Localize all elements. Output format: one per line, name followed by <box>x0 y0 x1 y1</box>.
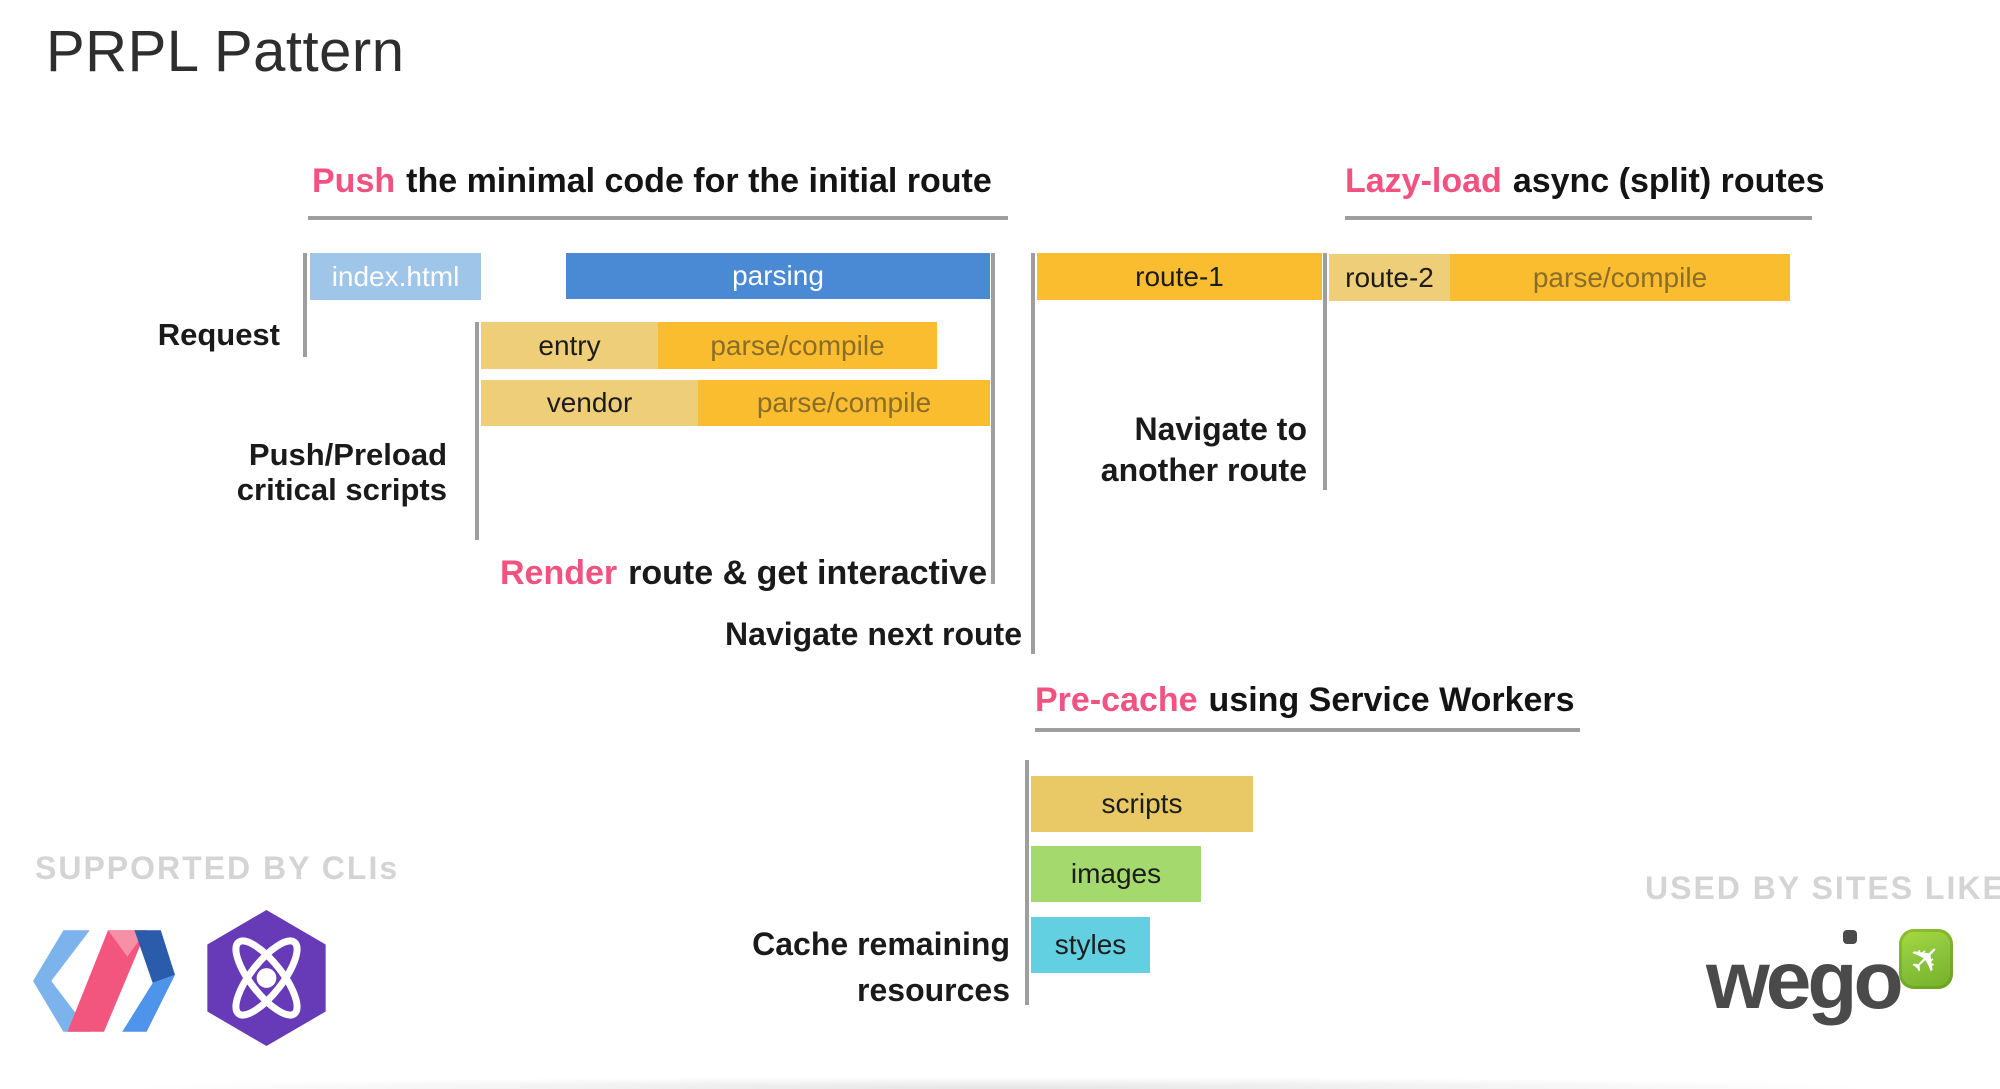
precache-heading-accent: Pre-cache <box>1035 681 1198 719</box>
bar-route-2: route-2 <box>1329 254 1450 301</box>
lazy-load-heading-accent: Lazy-load <box>1345 162 1502 200</box>
navigate-another-route-line2: another route <box>1100 452 1307 488</box>
precache-heading-rest: using Service Workers <box>1208 681 1575 719</box>
precache-heading: Pre-cache using Service Workers <box>1035 681 1575 720</box>
bar-route-1: route-1 <box>1037 253 1322 300</box>
push-preload-label-line1: Push/Preload <box>248 437 447 472</box>
used-by-sites-label: USED BY SITES LIKE <box>1645 870 2000 906</box>
request-timeline-line <box>303 253 307 357</box>
page-title: PRPL Pattern <box>46 19 405 84</box>
render-label-rest: route & get interactive <box>628 554 988 592</box>
lazy-load-heading-rule <box>1345 216 1812 220</box>
cache-remaining-line2: resources <box>857 972 1010 1008</box>
render-label-accent: Render <box>500 554 618 592</box>
airplane-icon: ✈ <box>1899 932 1953 986</box>
supported-by-clis-label: SUPPORTED BY CLIs <box>35 850 400 886</box>
bar-route-2-parse-compile: parse/compile <box>1450 254 1790 301</box>
polymer-logo-icon <box>33 930 175 1032</box>
bar-index-html: index.html <box>310 253 481 300</box>
push-preload-label-line2: critical scripts <box>236 472 447 507</box>
render-label: Render route & get interactive <box>500 554 987 593</box>
wego-logo-text: wego <box>1706 935 1904 1026</box>
bar-vendor: vendor <box>481 380 698 426</box>
wego-logo-dot <box>1843 930 1857 944</box>
lazy-load-heading-rest: async (split) routes <box>1512 162 1825 200</box>
route-2-timeline-line <box>1323 253 1327 490</box>
bar-vendor-parse-compile: parse/compile <box>698 380 990 426</box>
wego-logo-badge: ✈ <box>1899 929 1953 989</box>
bar-parsing: parsing <box>566 253 990 299</box>
precache-heading-rule <box>1035 728 1580 732</box>
push-preload-timeline-line <box>475 322 479 540</box>
bottom-shadow <box>140 1077 1860 1089</box>
cache-remaining-line1: Cache remaining <box>752 926 1010 962</box>
cache-remaining-label: Cache remaining resources <box>690 921 1010 1013</box>
precache-timeline-line <box>1025 760 1029 1005</box>
navigate-another-route-label: Navigate to another route <box>1005 409 1307 491</box>
push-preload-label: Push/Preload critical scripts <box>140 437 447 507</box>
navigate-next-route-label: Navigate next route <box>725 616 1022 652</box>
render-timeline-line <box>991 253 995 584</box>
push-heading-rule <box>308 216 1008 220</box>
push-heading: Push the minimal code for the initial rou… <box>312 162 992 201</box>
push-heading-accent: Push <box>312 162 396 200</box>
bar-scripts: scripts <box>1031 776 1253 832</box>
bar-entry: entry <box>481 322 658 369</box>
lazy-load-heading: Lazy-load async (split) routes <box>1345 162 1825 201</box>
navigate-another-route-line1: Navigate to <box>1134 411 1307 447</box>
bar-images: images <box>1031 846 1201 902</box>
preact-logo-icon <box>207 909 326 1047</box>
push-heading-rest: the minimal code for the initial route <box>406 162 992 200</box>
navigate-next-timeline-line <box>1031 253 1035 654</box>
request-label: Request <box>157 317 280 352</box>
bar-styles: styles <box>1031 917 1150 973</box>
bar-entry-parse-compile: parse/compile <box>658 322 937 369</box>
